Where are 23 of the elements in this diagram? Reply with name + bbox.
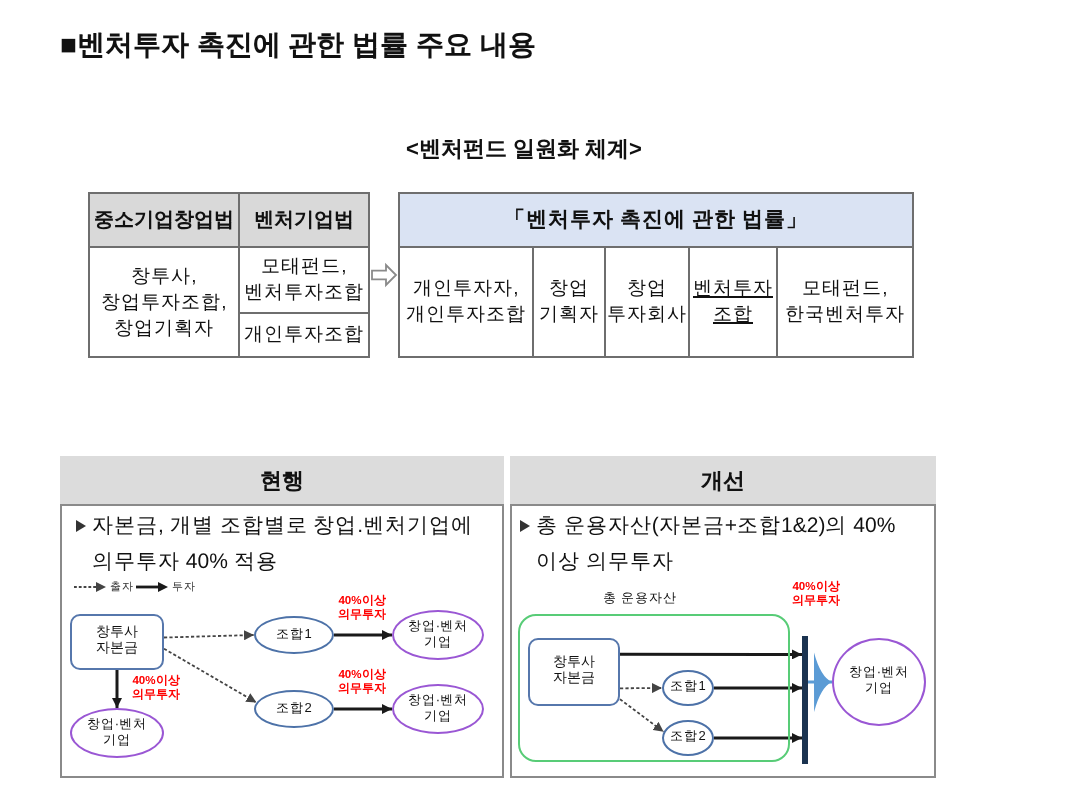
hollow-arrow [371,262,398,288]
panel-header: 개선 [510,456,936,506]
bullet-text: 자본금, 개별 조합별로 창업.벤처기업에 의무투자 40% 적용 [92,512,476,578]
panel [60,456,504,778]
header-cell: 벤처기업법 [238,192,370,248]
arrow [334,630,392,640]
panel [510,456,936,778]
vertical-bar [802,636,808,764]
arrow [714,733,802,743]
dotted-arrow [619,683,663,694]
dotted-arrow [163,630,255,641]
title: ■벤처투자 촉진에 관한 법률 주요 내용 [60,28,536,62]
header-cell: 「벤처투자 촉진에 관한 법률」 [398,192,914,248]
arrow [112,670,122,708]
header-cell: 중소기업창업법 [88,192,240,248]
arrow [714,682,802,693]
dotted-arrow [163,647,258,704]
subtitle: <벤처펀드 일원화 체계> [406,138,642,164]
arrow [620,649,802,660]
panel-header: 현행 [60,456,504,506]
dotted-arrow [619,698,665,733]
arrow [334,704,392,714]
bullet-text: 총 운용자산(자본금+조합1&2)의 40% 이상 의무투자 [536,512,898,578]
